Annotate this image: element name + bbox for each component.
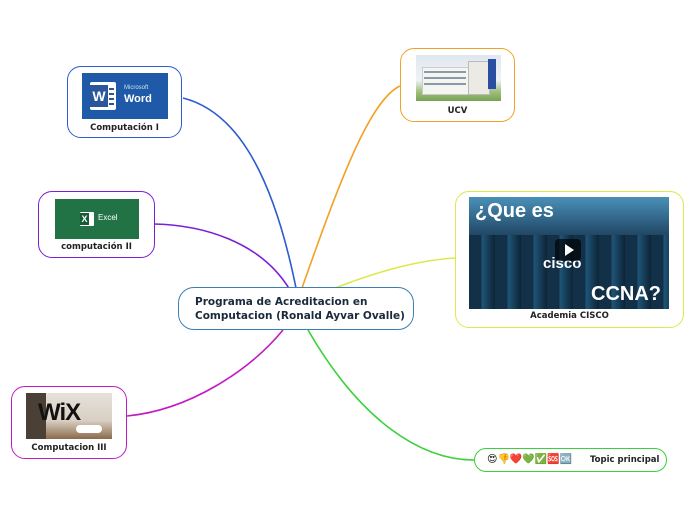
word-brand-small: Microsoft <box>124 85 149 91</box>
word-logo-image: W Microsoft Word <box>82 73 168 119</box>
topic-computacion-2[interactable]: X Excel computación II <box>38 191 155 258</box>
topic-label: Computación I <box>90 123 159 133</box>
central-topic-line1: Programa de Acreditacion en <box>195 296 368 308</box>
topic-computacion-3[interactable]: WiX Computacion III <box>11 386 127 459</box>
red-heart-icon: ❤️ <box>509 454 523 465</box>
topic-ucv[interactable]: UCV <box>400 48 515 122</box>
topic-computacion-1[interactable]: W Microsoft Word Computación I <box>67 66 182 138</box>
wix-photo: WiX <box>26 393 112 439</box>
central-topic-line2: Computacion (Ronald Ayvar Ovalle) <box>195 310 405 322</box>
excel-brand: Excel <box>98 213 118 222</box>
excel-logo-image: X Excel <box>55 199 139 239</box>
word-brand-big: Word <box>124 93 152 105</box>
ucv-building-photo <box>416 55 501 101</box>
green-heart-icon: 💚 <box>522 454 535 465</box>
topic-label: UCV <box>447 106 468 116</box>
central-topic[interactable]: Programa de Acreditacion en Computacion … <box>178 287 414 330</box>
topic-label: computación II <box>61 242 132 252</box>
topic-label: Topic principal <box>590 455 660 465</box>
ok-icon: 🆗 <box>559 454 573 465</box>
excel-icon: X <box>80 212 94 226</box>
topic-principal[interactable]: 😍👎❤️💚✅🆘🆗 Topic principal <box>474 448 667 472</box>
topic-label: Academia CISCO <box>530 311 609 321</box>
cisco-video-thumbnail[interactable]: ¿Que es cisco CCNA? <box>469 197 669 309</box>
topic-label: Computacion III <box>31 443 107 453</box>
video-title-line2: CCNA? <box>591 283 661 305</box>
video-title-line1: ¿Que es <box>475 200 554 222</box>
emoji-icons: 😍👎❤️💚✅🆘🆗 <box>487 453 572 467</box>
heart-eyes-emoji-icon: 😍 <box>487 454 498 465</box>
word-icon: W <box>90 82 116 110</box>
topic-academia-cisco[interactable]: ¿Que es cisco CCNA? Academia CISCO <box>455 191 684 328</box>
thumbs-down-icon: 👎 <box>497 454 510 465</box>
check-mark-icon: ✅ <box>534 454 548 465</box>
play-icon[interactable] <box>555 239 581 261</box>
wix-logo: WiX <box>38 399 81 426</box>
sos-icon: 🆘 <box>547 454 560 465</box>
